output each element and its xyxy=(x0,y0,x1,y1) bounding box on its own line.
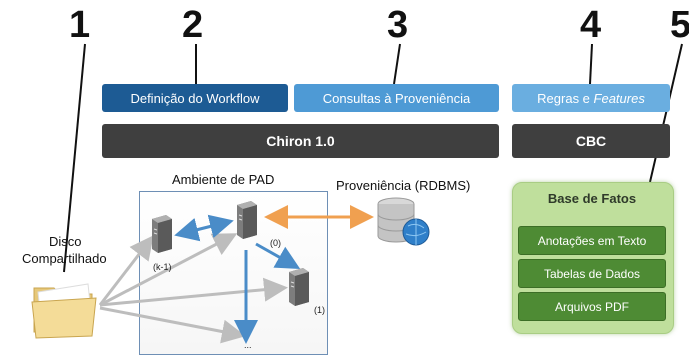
node-more-label: ... xyxy=(244,340,252,350)
facts-item-label: Arquivos PDF xyxy=(554,299,630,314)
facts-item-label: Tabelas de Dados xyxy=(543,266,641,281)
workflow-definition-box: Definição do Workflow xyxy=(102,84,288,112)
disk-label-line2: Compartilhado xyxy=(22,251,107,266)
rules-features-box: Regras e Features xyxy=(512,84,670,112)
label-number-2: 2 xyxy=(182,4,204,46)
label-number-4: 4 xyxy=(580,4,602,46)
database-icon xyxy=(377,197,430,246)
facts-title: Base de Fatos xyxy=(547,191,637,206)
cbc-label: CBC xyxy=(575,133,607,149)
node-1-label: (1) xyxy=(314,305,325,315)
server-icon xyxy=(289,268,309,306)
server-icon xyxy=(152,215,172,253)
facts-item-text-annotations: Anotações em Texto xyxy=(518,226,666,255)
facts-item-label: Anotações em Texto xyxy=(537,233,647,248)
folder-icon xyxy=(31,283,97,339)
label-number-5: 5 xyxy=(670,4,689,46)
provenance-queries-box: Consultas à Proveniência xyxy=(294,84,499,112)
provenance-queries-label: Consultas à Proveniência xyxy=(322,90,471,106)
disk-label-line1: Disco xyxy=(49,234,82,249)
provenance-db-label: Proveniência (RDBMS) xyxy=(336,178,471,193)
chiron-label: Chiron 1.0 xyxy=(266,133,335,149)
chiron-engine-box: Chiron 1.0 xyxy=(102,124,499,158)
node-k-minus-1-label: (k-1) xyxy=(153,262,172,272)
hpc-title: Ambiente de PAD xyxy=(172,172,275,187)
node-0-label: (0) xyxy=(270,238,281,248)
label-number-1: 1 xyxy=(69,4,91,46)
server-icon xyxy=(237,201,257,239)
workflow-definition-label: Definição do Workflow xyxy=(130,90,260,106)
facts-item-pdf-files: Arquivos PDF xyxy=(518,292,666,321)
facts-item-data-tables: Tabelas de Dados xyxy=(518,259,666,288)
label-number-3: 3 xyxy=(387,4,409,46)
cbc-engine-box: CBC xyxy=(512,124,670,158)
features-label: Features xyxy=(593,90,645,106)
rules-label: Regras e xyxy=(537,90,590,106)
